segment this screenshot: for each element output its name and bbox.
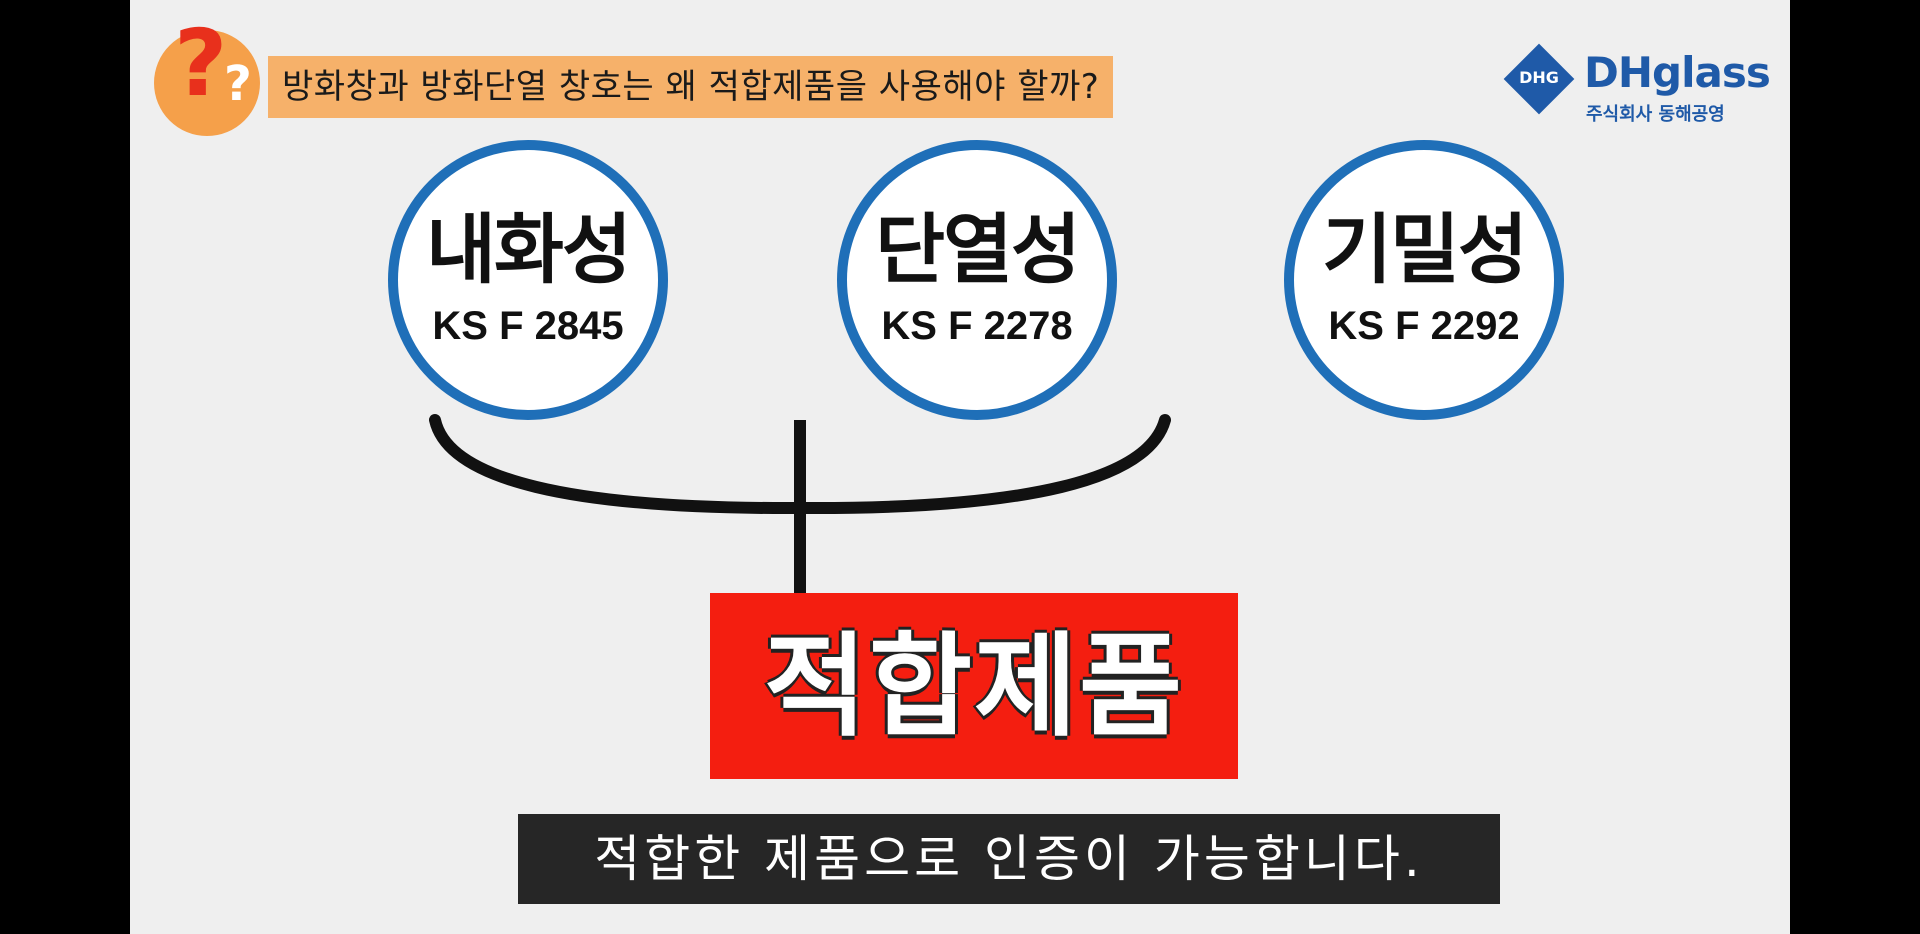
property-standard-code: KS F 2278 [881,304,1073,348]
connector-lines [429,414,1171,596]
property-circle-fire-resistance: 내화성 KS F 2845 [388,140,668,420]
property-circle-airtightness: 기밀성 KS F 2292 [1284,140,1564,420]
result-label: 적합제품 [763,622,1185,752]
video-frame: ? ? 방화창과 방화단열 창호는 왜 적합제품을 사용해야 할까? DHG D… [130,0,1790,934]
property-standard-code: KS F 2845 [432,304,624,348]
logo-badge-text: DHG [1519,68,1559,87]
logo-name: DHglass [1584,48,1771,97]
property-circle-insulation: 단열성 KS F 2278 [837,140,1117,420]
property-title: 단열성 [875,205,1081,294]
property-title: 기밀성 [1322,205,1528,294]
property-standard-code: KS F 2292 [1328,304,1520,348]
caption-subtitle: 적합한 제품으로 인증이 가능합니다. [518,814,1500,904]
company-logo: DHG DHglass 주식회사 동해공영 [1500,43,1771,125]
header-title: 방화창과 방화단열 창호는 왜 적합제품을 사용해야 할까? [268,56,1114,118]
question-circle [154,30,260,136]
question-mark-icon: ? [174,10,228,117]
property-title: 내화성 [426,205,632,294]
logo-company: 주식회사 동해공영 [1586,104,1725,125]
question-mark-small-icon: ? [224,56,252,112]
result-box: 적합제품 [710,593,1238,779]
